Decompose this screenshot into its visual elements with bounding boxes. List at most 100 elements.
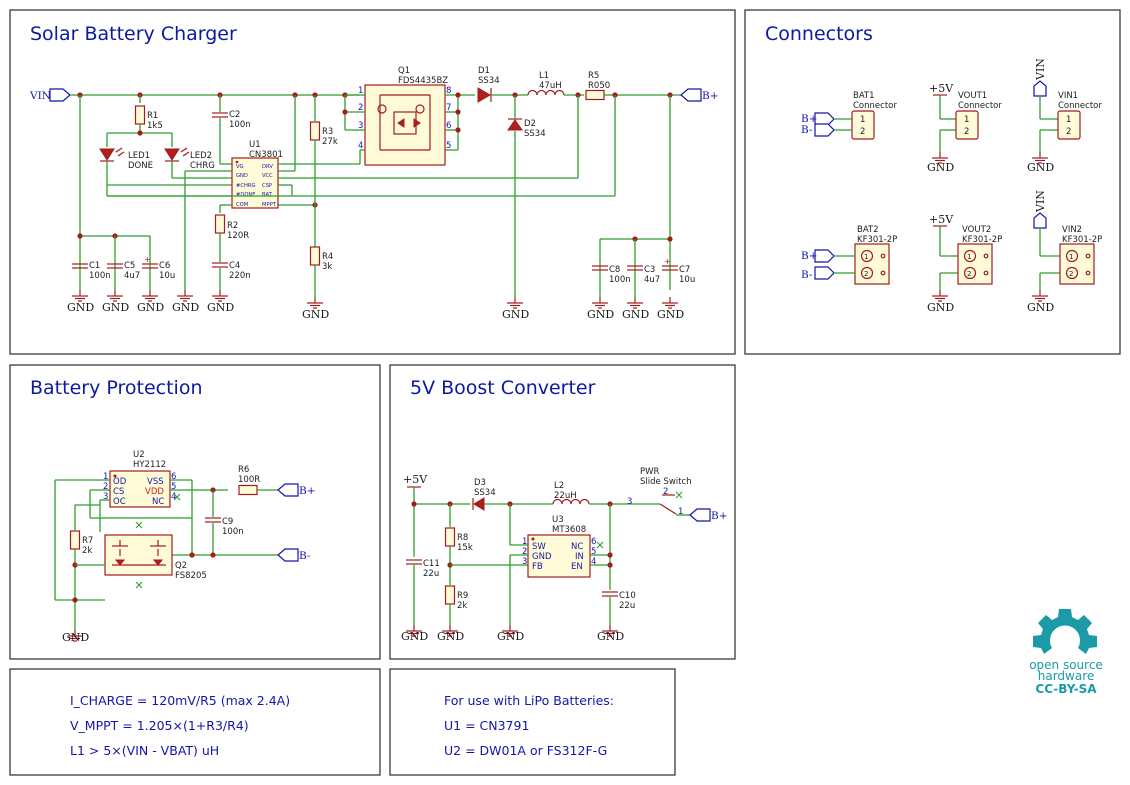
- c7-ref: C7: [679, 265, 690, 275]
- svg-text:2: 2: [864, 270, 868, 278]
- svg-text:2: 2: [103, 482, 108, 492]
- bminus-net-protection: B-: [299, 550, 311, 562]
- svg-text:DRV: DRV: [262, 164, 273, 170]
- q1-ref: Q1: [398, 66, 410, 76]
- svg-text:GND: GND: [236, 173, 248, 179]
- gnd-u1: GND: [172, 301, 199, 314]
- r8-value: 15k: [457, 543, 473, 553]
- c9-ref: C9: [222, 517, 233, 527]
- pwr-value: Slide Switch: [640, 477, 692, 487]
- vin2-ref: VIN2: [1062, 225, 1082, 235]
- r6-ref: R6: [238, 465, 249, 475]
- bat1-bminus: B-: [801, 124, 813, 136]
- gnd-d2: GND: [502, 308, 529, 321]
- bat2-ref: BAT2: [857, 225, 879, 235]
- vout2-5v: +5V: [929, 213, 954, 226]
- c8-ref: C8: [609, 265, 620, 275]
- led2-ref: LED2: [190, 151, 212, 161]
- oshw-gear-icon: [1033, 609, 1097, 654]
- svg-text:1: 1: [678, 507, 683, 517]
- q1-chip: [364, 84, 446, 166]
- vout2-value: KF301-2P: [962, 235, 1002, 245]
- gnd-u3: GND: [497, 630, 524, 643]
- c10-value: 22u: [619, 601, 635, 611]
- vout1-ref: VOUT1: [958, 91, 987, 101]
- gnd-c10: GND: [597, 630, 624, 643]
- vin-net-flag: [49, 88, 71, 102]
- svg-text:MPPT: MPPT: [262, 202, 277, 208]
- bat2-value: KF301-2P: [857, 235, 897, 245]
- r5-value: R050: [588, 81, 610, 91]
- d1-value: SS34: [478, 76, 500, 86]
- svg-text:1: 1: [967, 253, 971, 261]
- svg-text:6: 6: [171, 472, 176, 482]
- notes-right-frame: [389, 668, 676, 776]
- d3-ref: D3: [474, 478, 486, 488]
- notes-left-frame: [9, 668, 381, 776]
- svg-text:#DONE: #DONE: [236, 192, 256, 198]
- svg-text:OD: OD: [113, 477, 127, 487]
- protection-frame: [9, 364, 381, 660]
- bat1-value: Connector: [853, 101, 897, 111]
- svg-text:COM: COM: [236, 202, 248, 208]
- svg-text:1: 1: [103, 472, 108, 482]
- svg-text:2: 2: [860, 127, 865, 137]
- bplus-net-boost: B+: [711, 510, 728, 522]
- bat2-bplus: B+: [801, 250, 818, 262]
- solar-frame: [9, 9, 736, 355]
- c4-ref: C4: [229, 261, 240, 271]
- c3-value: 4u7: [644, 275, 660, 285]
- bat1-bplus: B+: [801, 113, 818, 125]
- c3-ref: C3: [644, 265, 655, 275]
- svg-text:2: 2: [358, 103, 363, 113]
- svg-text:VDD: VDD: [145, 487, 164, 497]
- solar-title: Solar Battery Charger: [30, 23, 237, 45]
- c6-ref: C6: [159, 261, 170, 271]
- oshw-line1: open source: [1029, 658, 1103, 672]
- vout1-value: Connector: [958, 101, 1002, 111]
- q2-value: FS8205: [175, 571, 207, 581]
- svg-text:OC: OC: [113, 497, 126, 507]
- svg-text:IN: IN: [575, 552, 584, 562]
- vout2-ref: VOUT2: [962, 225, 991, 235]
- r5-ref: R5: [588, 71, 599, 81]
- vin1-vin: VIN: [1034, 58, 1047, 81]
- svg-text:2: 2: [663, 487, 668, 497]
- led1-value: DONE: [128, 161, 153, 171]
- gnd-c3: GND: [622, 308, 649, 321]
- svg-text:4: 4: [591, 557, 596, 567]
- note-icharge: I_CHARGE = 120mV/R5 (max 2.4A): [70, 693, 290, 708]
- r2-ref: R2: [227, 221, 238, 231]
- svg-text:VSS: VSS: [147, 477, 164, 487]
- c10-ref: C10: [619, 591, 636, 601]
- l2-ref: L2: [554, 481, 564, 491]
- note-u1: U1 = CN3791: [444, 718, 529, 733]
- svg-text:3: 3: [358, 121, 363, 131]
- u1-value: CN3801: [249, 150, 283, 160]
- q2-ref: Q2: [175, 561, 187, 571]
- gnd-r4: GND: [302, 308, 329, 321]
- d3-value: SS34: [474, 488, 496, 498]
- protection-schematic: U2 HY2112 OD CS OC VSS VDD NC 1 2 3 6 5 …: [54, 450, 316, 644]
- bplus-net-flag-solar: [680, 88, 702, 102]
- gnd-c7: GND: [657, 308, 684, 321]
- svg-text:6: 6: [446, 121, 451, 131]
- svg-text:1: 1: [1066, 115, 1071, 125]
- d2-ref: D2: [524, 119, 536, 129]
- u1-chip: [231, 157, 279, 209]
- c1-ref: C1: [89, 261, 100, 271]
- led2-value: CHRG: [190, 161, 215, 171]
- note-vmppt: V_MPPT = 1.205×(1+R3/R4): [70, 718, 249, 733]
- svg-text:1: 1: [860, 115, 865, 125]
- r7-ref: R7: [82, 536, 93, 546]
- svg-text:1: 1: [522, 537, 527, 547]
- svg-text:1: 1: [964, 115, 969, 125]
- d2-value: SS34: [524, 129, 546, 139]
- vin2-value: KF301-2P: [1062, 235, 1102, 245]
- r7-value: 2k: [82, 546, 92, 556]
- note-lipo: For use with LiPo Batteries:: [444, 693, 614, 708]
- oshw-logo: open source hardware CC-BY-SA: [1029, 609, 1103, 696]
- svg-text:8: 8: [446, 86, 451, 96]
- r2-value: 120R: [227, 231, 249, 241]
- note-u2: U2 = DW01A or FS312F-G: [444, 743, 607, 758]
